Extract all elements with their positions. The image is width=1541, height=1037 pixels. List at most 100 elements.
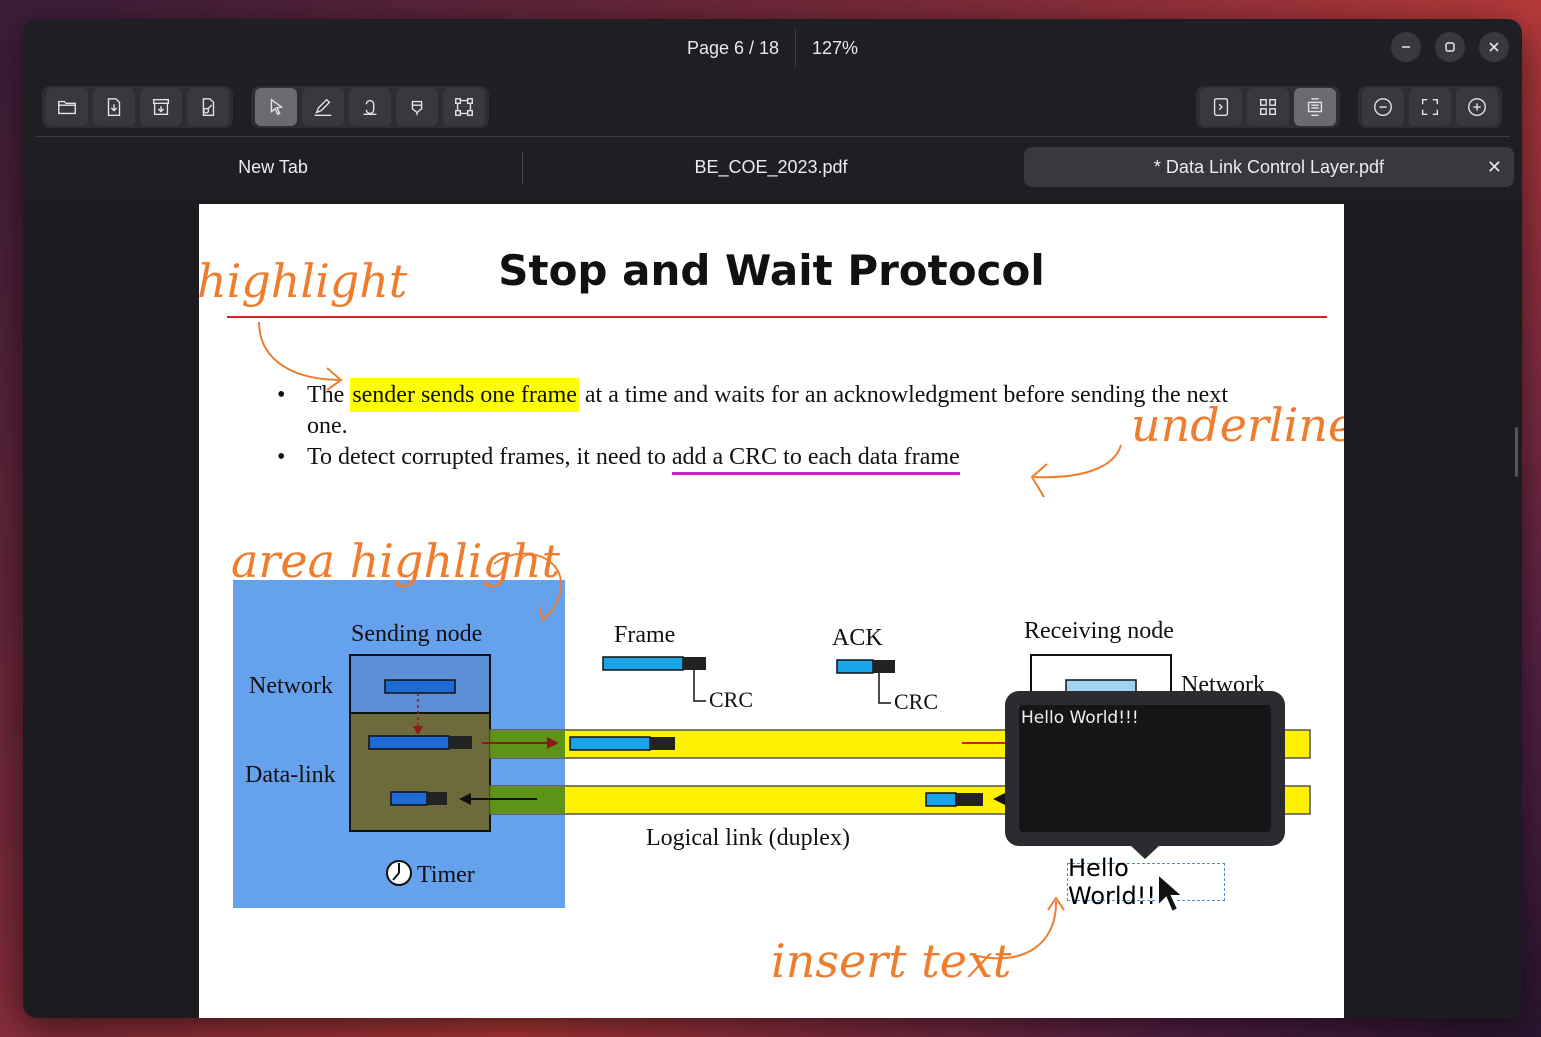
- title-info: Page 6 / 18 127%: [23, 28, 1522, 68]
- titlebar: Page 6 / 18 127%: [23, 19, 1522, 77]
- underlined-text[interactable]: add a CRC to each data frame: [671, 444, 960, 475]
- save-icon: [107, 98, 121, 116]
- underline-annotation[interactable]: underline: [1131, 398, 1344, 452]
- legend-ack-crc: [873, 660, 895, 673]
- vertical-scrollbar[interactable]: [1515, 427, 1518, 477]
- popup-caret: [1130, 845, 1160, 859]
- toolbar: [23, 77, 1522, 137]
- close-icon: [1489, 42, 1499, 52]
- send-frame: [368, 735, 450, 750]
- crc-label-ack: CRC: [894, 689, 938, 714]
- tab-data-link-control-layer[interactable]: * Data Link Control Layer.pdf ✕: [1024, 147, 1514, 187]
- ack-arrowhead: [993, 793, 1005, 805]
- send-frame-crc: [449, 736, 472, 749]
- area-highlight-annotation[interactable]: area highlight: [231, 534, 561, 588]
- legend-frame-crc: [683, 657, 706, 670]
- export-icon: [202, 98, 215, 116]
- continuous-view-button[interactable]: [1294, 88, 1336, 126]
- forward-arrowhead: [547, 737, 559, 749]
- maximize-button[interactable]: [1435, 32, 1465, 62]
- highlight-tool-button[interactable]: [396, 88, 438, 126]
- inserted-text-box[interactable]: Hello World!!!: [1067, 854, 1225, 910]
- close-button[interactable]: [1479, 32, 1509, 62]
- tab-separator: [522, 151, 523, 185]
- stop-and-wait-diagram: Sending node Network Data-link Timer Fra…: [245, 321, 1311, 960]
- in-transit-ack: [925, 792, 957, 807]
- insert-text-arrow: [976, 900, 1058, 960]
- underline-arrow: [1033, 444, 1122, 479]
- grid-view-button[interactable]: [1247, 88, 1289, 126]
- network-packet: [384, 679, 456, 694]
- draw-tool-icon: [314, 98, 332, 116]
- network-label-left: Network: [249, 673, 333, 699]
- bullet-text: The: [307, 382, 351, 408]
- highlight-tool-icon: [411, 100, 423, 116]
- open-folder-icon: [58, 100, 76, 115]
- area-select-button[interactable]: [443, 88, 485, 126]
- page-indicator[interactable]: Page 6 / 18: [686, 37, 780, 58]
- highlighted-text[interactable]: sender sends one frame: [350, 378, 579, 412]
- zoom-out-icon: [1374, 98, 1392, 116]
- in-transit-frame-crc: [650, 737, 675, 750]
- slide-title: Stop and Wait Protocol: [498, 246, 1045, 295]
- next-page-button[interactable]: [1200, 88, 1242, 126]
- area-select-icon: [455, 98, 473, 116]
- frame-label: Frame: [614, 622, 675, 648]
- file-toolbar-group: [42, 86, 233, 128]
- bullet-item: The sender sends one frame at a time and…: [277, 378, 1257, 442]
- tab-label: * Data Link Control Layer.pdf: [1153, 156, 1385, 177]
- bullet-text: To detect corrupted frames, it need to: [307, 444, 672, 470]
- text-edit-popup: Hello World!!!: [1005, 691, 1285, 846]
- tab-new-tab[interactable]: New Tab: [33, 147, 513, 187]
- zoom-in-button[interactable]: [1456, 88, 1498, 126]
- mouse-cursor-icon: [1157, 872, 1186, 914]
- tab-label: BE_COE_2023.pdf: [694, 156, 848, 177]
- minimize-icon: [1402, 46, 1410, 48]
- legend-ack-pointer: [878, 673, 891, 704]
- window-controls: [1391, 32, 1509, 62]
- tab-be-coe-2023[interactable]: BE_COE_2023.pdf: [531, 147, 1011, 187]
- highlight-annotation[interactable]: highlight: [199, 254, 408, 308]
- zoom-toolbar-group: [1358, 86, 1502, 128]
- datalink-layer-box: [349, 712, 491, 832]
- open-button[interactable]: [46, 88, 88, 126]
- reverse-arrowhead: [459, 793, 471, 805]
- grid-view-icon: [1259, 98, 1277, 116]
- view-toolbar-group: [1196, 86, 1340, 128]
- bullet-item: To detect corrupted frames, it need to a…: [277, 442, 1257, 475]
- title-separator: [795, 28, 797, 68]
- underline-tool-button[interactable]: [349, 88, 391, 126]
- draw-tool-button[interactable]: [302, 88, 344, 126]
- bullet-list: The sender sends one frame at a time and…: [277, 378, 1257, 475]
- export-button[interactable]: [187, 88, 229, 126]
- zoom-out-button[interactable]: [1362, 88, 1404, 126]
- pdf-page[interactable]: Stop and Wait Protocol The sender sends …: [199, 204, 1344, 1018]
- maximize-icon: [1445, 42, 1455, 52]
- zoom-level[interactable]: 127%: [812, 37, 859, 58]
- tab-label: New Tab: [238, 156, 308, 177]
- insert-text-annotation[interactable]: insert text: [771, 934, 1012, 988]
- tool-toolbar-group: [251, 86, 489, 128]
- document-viewer[interactable]: Stop and Wait Protocol The sender sends …: [23, 199, 1522, 1018]
- highlight-arrowhead: [326, 367, 343, 391]
- highlight-arrow: [258, 321, 340, 381]
- zoom-in-icon: [1468, 98, 1486, 116]
- timer-hand: [392, 863, 400, 881]
- minimize-button[interactable]: [1391, 32, 1421, 62]
- title-rule: [227, 316, 1327, 318]
- insert-text-arrowhead: [1047, 896, 1065, 911]
- fit-page-icon: [1421, 98, 1439, 116]
- save-button[interactable]: [93, 88, 135, 126]
- sending-node-label: Sending node: [351, 621, 482, 647]
- fit-page-button[interactable]: [1409, 88, 1451, 126]
- crc-label-frame: CRC: [709, 687, 753, 712]
- logical-link-label: Logical link (duplex): [646, 825, 850, 851]
- tab-close-icon[interactable]: ✕: [1486, 157, 1502, 177]
- select-tool-button[interactable]: [255, 88, 297, 126]
- bullet-text: at a time and waits for an acknowledgmen…: [307, 382, 1229, 439]
- area-highlight-arrowhead: [538, 605, 555, 622]
- archive-button[interactable]: [140, 88, 182, 126]
- popup-textarea[interactable]: Hello World!!!: [1019, 705, 1271, 832]
- app-window: Page 6 / 18 127%: [23, 19, 1522, 1018]
- next-page-icon: [1213, 98, 1229, 116]
